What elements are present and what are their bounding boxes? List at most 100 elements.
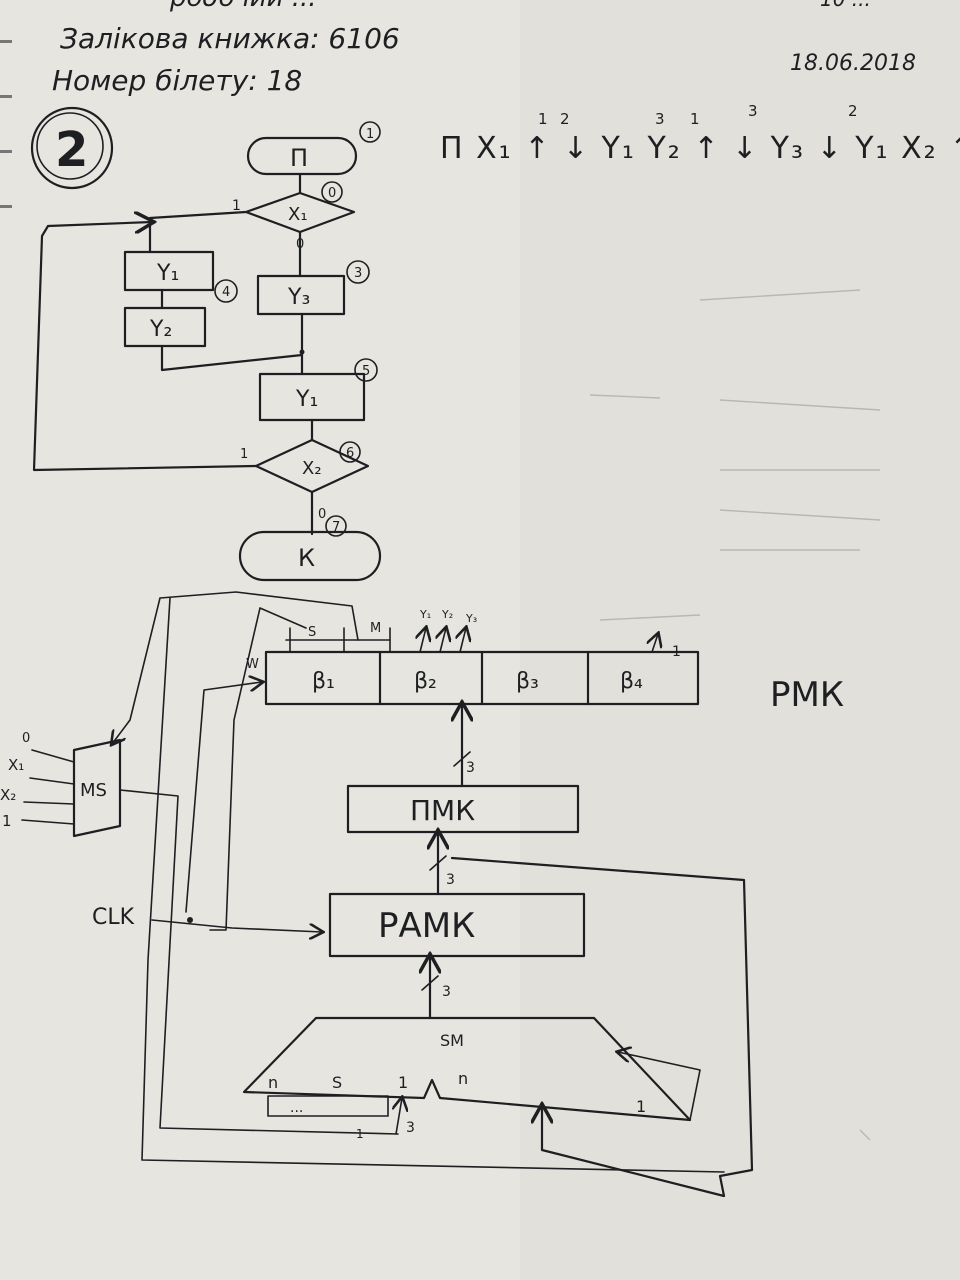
ramk-label: РАМК	[378, 906, 475, 946]
ramk-block	[328, 892, 586, 958]
ms-input-0: 0	[22, 731, 30, 746]
op-y2-label: Y₂	[149, 317, 172, 342]
y2-output	[440, 628, 446, 653]
sm-input-n2: n	[458, 1069, 468, 1088]
y1-output	[420, 628, 426, 653]
ms-input-x2: X₂	[0, 786, 16, 804]
rmk-cell-b4: β₄	[620, 669, 643, 694]
date-label: 18.06.2018	[790, 51, 916, 76]
op-y1-label: Y₁	[156, 261, 179, 286]
formula-sup-2: 2	[560, 110, 570, 128]
formula: П X₁ ↑ ↓ Y₁ Y₂ ↑ ↓ Y₃ ↓ Y₁ X₂ ↑ К	[440, 131, 960, 166]
header-line0-right: 10 ...	[820, 0, 871, 11]
bus-sm-ramk-slash	[421, 975, 439, 991]
loop-x2	[32, 222, 258, 472]
rmk-label: РМК	[770, 675, 844, 715]
formula-sup-6: 2	[848, 102, 858, 120]
bus-sm-ramk-width: 3	[442, 984, 451, 1000]
rmk-cell-b2: β₂	[414, 669, 437, 694]
mark-7-text: 7	[332, 520, 340, 535]
sm-field-box	[267, 1095, 389, 1117]
rmk-cell-b1: β₁	[312, 669, 335, 694]
mark-0	[321, 181, 343, 203]
cond-x1-yes-label: 1	[232, 198, 241, 214]
b4-output	[652, 634, 658, 653]
formula-sup-3: 3	[655, 110, 665, 128]
mark-3-text: 3	[354, 266, 362, 281]
w-label: W	[246, 657, 259, 672]
sm-input-1b: 1	[636, 1097, 646, 1116]
bus-pmk-rmk-width: 3	[466, 760, 475, 776]
y1-output-label: Y₁	[419, 608, 431, 621]
mark-1-text: 1	[366, 127, 374, 142]
mark-1	[359, 121, 381, 143]
bus-ramk-pmk-slash	[429, 855, 447, 871]
start-label: П	[290, 144, 308, 172]
cond-x1-label: X₁	[288, 204, 308, 225]
clk-label: CLK	[92, 905, 135, 930]
mark-6	[339, 441, 361, 463]
op-y3-label: Y₃	[287, 285, 310, 310]
feedback-ramk-sm	[450, 856, 754, 1198]
mark-4-text: 4	[222, 285, 230, 300]
ms-output	[119, 789, 399, 1135]
start-terminal	[246, 136, 358, 176]
clk-node	[187, 917, 193, 923]
mark-0-text: 0	[328, 186, 336, 201]
cond-x2-label: X₂	[302, 458, 322, 479]
end-label: К	[298, 544, 315, 572]
field-m-label: M	[370, 621, 381, 636]
merge-dot	[299, 349, 305, 355]
circuit: β₁ β₂ β₃ β₄ РМК S M Y₁ Y₂ Y₃ 1 ПМК 3 РАМ…	[0, 591, 844, 1198]
pmk-label: ПМК	[410, 794, 475, 827]
bus-pmk-rmk-slash	[453, 751, 471, 767]
formula-sup-5: 3	[748, 102, 758, 120]
sm-input-1c: 1	[356, 1127, 364, 1141]
header-line0: робочий ...	[169, 0, 317, 13]
formula-sup-4: 1	[690, 110, 700, 128]
ms-input-1: 1	[2, 812, 12, 830]
mark-7	[325, 515, 347, 537]
task-number-circle	[30, 106, 114, 190]
ms-in-line-1	[29, 777, 75, 785]
sm-label: SM	[440, 1031, 464, 1050]
formula-superscripts: 1 2 3 1 3 2	[538, 102, 858, 128]
op-y1	[123, 250, 215, 292]
bus-rmk-sm	[396, 1098, 402, 1135]
gradebook-label: Залікова книжка: 6106	[60, 22, 400, 55]
line-y2-merge	[160, 344, 304, 372]
end-terminal	[238, 530, 382, 582]
bus-ramk-pmk-width: 3	[446, 872, 455, 888]
bus-rmk-sm-width: 3	[406, 1120, 415, 1136]
y3-output-label: Y₃	[465, 612, 477, 625]
binder-holes	[0, 40, 12, 208]
s-field-feedback	[209, 607, 307, 931]
sm-input-s: S	[332, 1073, 342, 1092]
mark-5	[354, 358, 378, 382]
paper-shade	[520, 0, 960, 1280]
mark-5-text: 5	[362, 364, 370, 379]
y3-output	[460, 628, 466, 653]
flowchart: П 1 X₁ 0 1 0 Y₁ 4 Y₂ Y₃ 3 Y₁ 5	[32, 121, 382, 582]
formula-sup-1: 1	[538, 110, 548, 128]
ms-in-line-0	[31, 749, 75, 763]
clk-line	[151, 919, 322, 932]
op-y2	[123, 306, 207, 348]
mark-6-text: 6	[346, 446, 354, 461]
ms-label: MS	[80, 780, 107, 801]
ticket-label: Номер білету: 18	[52, 64, 302, 97]
sm-field-dots: ...	[290, 1100, 303, 1116]
b4-output-label: 1	[672, 644, 681, 660]
ms-mux	[72, 738, 122, 838]
op-y1b-label: Y₁	[295, 387, 318, 412]
sm-input-n: n	[268, 1073, 278, 1092]
ms-in-line-2	[23, 801, 75, 805]
cond-x2-no-label: 0	[318, 507, 326, 522]
rmk-outer-bus	[141, 597, 725, 1173]
sm-input-1: 1	[398, 1073, 408, 1092]
sm-adder	[242, 1016, 692, 1122]
field-s-label: S	[308, 625, 316, 640]
mark-3	[346, 260, 370, 284]
show-through	[589, 289, 881, 1141]
